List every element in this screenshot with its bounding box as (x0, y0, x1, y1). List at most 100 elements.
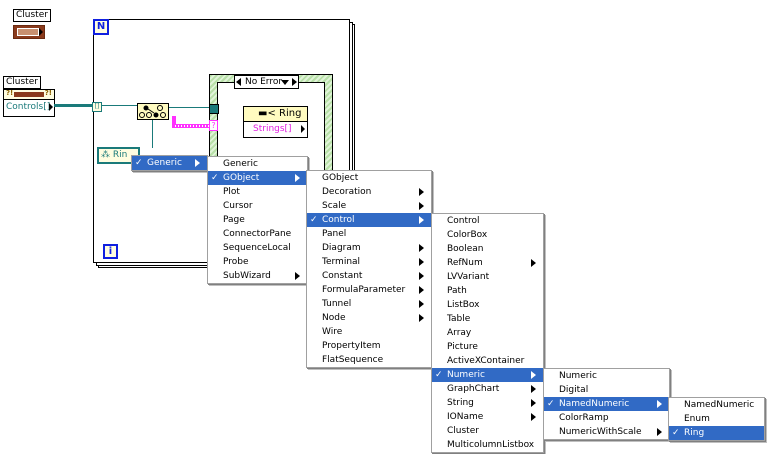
unbundle-node[interactable] (137, 103, 169, 120)
menu-item-constant[interactable]: Constant (307, 269, 431, 283)
next-case-icon[interactable] (292, 78, 297, 86)
reference-wire[interactable] (167, 107, 210, 108)
menu-item-control[interactable]: Control (432, 214, 543, 228)
menu-item-label: RefNum (447, 258, 483, 268)
menu-item-boolean[interactable]: Boolean (432, 242, 543, 256)
menu-item-label: ActiveXContainer (447, 356, 525, 366)
menu-item-numeric[interactable]: Numeric (544, 369, 669, 383)
cluster-element[interactable]: Controls[] (4, 100, 54, 114)
cluster-control-unbundle[interactable]: ?! ?! Controls[] (3, 89, 55, 117)
menu-item-label: Tunnel (322, 299, 352, 309)
menu-item-label: Control (322, 215, 355, 225)
menu-item-ioname[interactable]: IOName (432, 410, 543, 424)
array-wire[interactable] (101, 105, 137, 106)
menu-item-table[interactable]: Table (432, 312, 543, 326)
menu-item-multicolumnlistbox[interactable]: MulticolumnListbox (432, 438, 543, 452)
menu-item-digital[interactable]: Digital (544, 383, 669, 397)
dropdown-icon[interactable] (281, 80, 289, 85)
menu-item-string[interactable]: String (432, 396, 543, 410)
menu-item-cursor[interactable]: Cursor (208, 199, 307, 213)
menu-item-label: Node (322, 313, 346, 323)
submenu-arrow-icon (419, 258, 424, 266)
menu-item-graphchart[interactable]: GraphChart (432, 382, 543, 396)
menu-item-tunnel[interactable]: Tunnel (307, 297, 431, 311)
menu-item-terminal[interactable]: Terminal (307, 255, 431, 269)
menu-item-propertyitem[interactable]: PropertyItem (307, 339, 431, 353)
loop-iteration-terminal[interactable]: i (103, 244, 118, 259)
cluster-constant[interactable] (13, 25, 45, 39)
menu-item-label: LVVariant (447, 272, 490, 282)
case-selector[interactable]: No Error (234, 75, 299, 89)
check-icon: ✓ (672, 428, 680, 438)
menu-item-array[interactable]: Array (432, 326, 543, 340)
menu-item-cluster[interactable]: Cluster (432, 424, 543, 438)
menu-item-activexcontainer[interactable]: ActiveXContainer (432, 354, 543, 368)
property-node[interactable]: ▬< Ring Strings[] (243, 106, 308, 138)
ring-wire[interactable] (152, 118, 153, 148)
menu-item-diagram[interactable]: Diagram (307, 241, 431, 255)
menu-item-plot[interactable]: Plot (208, 185, 307, 199)
menu-item-namednumeric[interactable]: NamedNumeric (669, 398, 764, 412)
menu-item-control[interactable]: ✓Control (307, 213, 431, 227)
cluster-constant-label: Cluster (13, 9, 51, 22)
menu-item-ring[interactable]: ✓ Ring (669, 426, 764, 440)
menu-item-label: Generic (223, 159, 258, 169)
menu-item-sequencelocal[interactable]: SequenceLocal (208, 241, 307, 255)
menu-item-namednumeric[interactable]: ✓NamedNumeric (544, 397, 669, 411)
menu-item-path[interactable]: Path (432, 284, 543, 298)
error-icon: ?! (6, 89, 14, 97)
menu-item-gobject[interactable]: GObject (307, 171, 431, 185)
cluster-wire[interactable] (54, 104, 94, 107)
menu-item-page[interactable]: Page (208, 213, 307, 227)
menu-item-numericwithscale[interactable]: NumericWithScale (544, 425, 669, 439)
submenu-arrow-icon (295, 272, 300, 280)
menu-item-picture[interactable]: Picture (432, 340, 543, 354)
loop-tunnel[interactable]: [] (92, 102, 102, 112)
menu-item-generic[interactable]: ✓Generic (132, 156, 207, 170)
menu-item-colorramp[interactable]: ColorRamp (544, 411, 669, 425)
submenu-arrow-icon (657, 428, 662, 436)
menu-item-decoration[interactable]: Decoration (307, 185, 431, 199)
menu-item-colorbox[interactable]: ColorBox (432, 228, 543, 242)
unknown-terminal[interactable]: ? (209, 120, 218, 131)
menu-item-label: FormulaParameter (322, 285, 406, 295)
menu-item-wire[interactable]: Wire (307, 325, 431, 339)
case-tunnel[interactable] (209, 104, 219, 114)
submenu-arrow-icon (419, 244, 424, 252)
hierarchy-icon: ⁂ (101, 150, 110, 160)
menu-item-refnum[interactable]: RefNum (432, 256, 543, 270)
menu-item-label: GObject (322, 173, 359, 183)
menu-item-formulaparameter[interactable]: FormulaParameter (307, 283, 431, 297)
submenu-arrow-icon (531, 259, 536, 267)
menu-item-scale[interactable]: Scale (307, 199, 431, 213)
menu-item-label: Ring (684, 428, 705, 438)
menu-item-label: Diagram (322, 243, 361, 253)
menu-item-label: Decoration (322, 187, 372, 197)
menu-item-label: String (447, 398, 474, 408)
menu-item-probe[interactable]: Probe (208, 255, 307, 269)
property-item[interactable]: Strings[] (244, 122, 307, 136)
menu-item-flatsequence[interactable]: FlatSequence (307, 353, 431, 367)
menu-item-enum[interactable]: Enum (669, 412, 764, 426)
menu-item-lvvariant[interactable]: LVVariant (432, 270, 543, 284)
loop-count-terminal[interactable]: N (93, 19, 109, 35)
menu-item-generic[interactable]: Generic (208, 157, 307, 171)
variant-wire[interactable] (172, 124, 210, 128)
menu-item-subwizard[interactable]: SubWizard (208, 269, 307, 283)
output-arrow-icon (39, 28, 43, 36)
menu-item-connectorpane[interactable]: ConnectorPane (208, 227, 307, 241)
menu-item-listbox[interactable]: ListBox (432, 298, 543, 312)
output-arrow-icon (301, 125, 305, 133)
previous-case-icon[interactable] (236, 78, 241, 86)
menu-item-node[interactable]: Node (307, 311, 431, 325)
menu-item-numeric[interactable]: ✓Numeric (432, 368, 543, 382)
context-menu-level-1[interactable]: ✓Generic (131, 155, 208, 171)
submenu-arrow-icon (419, 314, 424, 322)
menu-item-gobject[interactable]: ✓GObject (208, 171, 307, 185)
menu-item-panel[interactable]: Panel (307, 227, 431, 241)
